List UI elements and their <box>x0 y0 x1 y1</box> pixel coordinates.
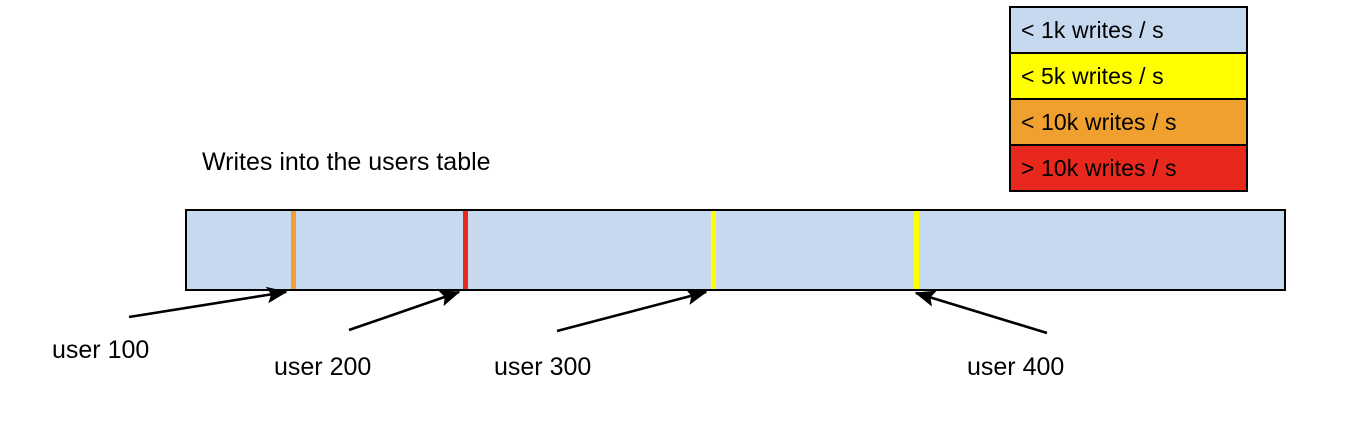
legend-item-label: > 10k writes / s <box>1021 154 1177 181</box>
legend-item-lt-10k: < 10k writes / s <box>1011 100 1246 146</box>
legend-item-label: < 5k writes / s <box>1021 62 1164 89</box>
callout-label-user-400: user 400 <box>967 353 1065 381</box>
users-table-keyspace-bar <box>185 209 1286 291</box>
marker-user-400 <box>914 211 919 289</box>
callout-label-user-100: user 100 <box>52 336 150 364</box>
legend-item-lt-5k: < 5k writes / s <box>1011 54 1246 100</box>
marker-user-300 <box>711 211 716 289</box>
arrow-user-300 <box>556 288 708 333</box>
arrow-user-400 <box>914 290 1048 335</box>
legend-item-lt-1k: < 1k writes / s <box>1011 8 1246 54</box>
callout-label-user-200: user 200 <box>274 353 372 381</box>
marker-user-200 <box>463 211 468 289</box>
callout-label-user-300: user 300 <box>494 353 592 381</box>
arrow-user-100 <box>128 286 288 319</box>
legend-item-gt-10k: > 10k writes / s <box>1011 146 1246 190</box>
legend-item-label: < 10k writes / s <box>1021 108 1177 135</box>
chart-title: Writes into the users table <box>202 148 491 176</box>
legend: < 1k writes / s < 5k writes / s < 10k wr… <box>1009 6 1248 192</box>
legend-item-label: < 1k writes / s <box>1021 16 1164 43</box>
arrow-user-200 <box>348 290 461 332</box>
marker-user-100 <box>291 211 296 289</box>
